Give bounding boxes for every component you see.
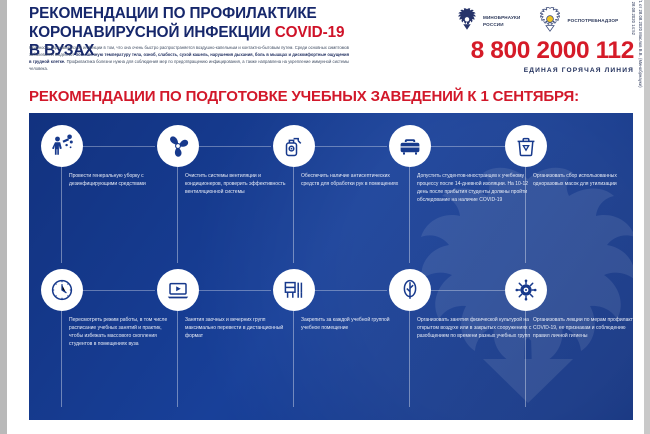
card-stem-9: [409, 311, 410, 407]
waste-bin-icon: [505, 125, 547, 167]
recommendation-text-1: Провести генеральную уборку с дезинфицир…: [69, 173, 146, 188]
disinfection-spray-icon: [41, 125, 83, 167]
card-stem-2: [177, 167, 178, 263]
recommendation-text-9: Организовать занятия физической культуро…: [417, 317, 532, 340]
classroom-desk-icon: [273, 269, 315, 311]
suitcase-icon: [389, 125, 431, 167]
connector-3-4: [309, 146, 387, 147]
recommendation-text-6: Пересмотреть режим работы, в том числе р…: [69, 317, 168, 348]
connector-6-7: [77, 290, 155, 291]
card-stem-6: [61, 311, 62, 407]
recommendation-text-7: Занятия заочных и вечерних групп максима…: [185, 317, 284, 340]
page-edge-right: [644, 0, 650, 434]
logo-minobrnauki-label: МИНОБРНАУКИ РОССИИ: [483, 14, 521, 27]
recommendation-text-4: Допустить студентов-иностранцев к учебно…: [417, 173, 529, 204]
cards-grid: Провести генеральную уборку с дезинфицир…: [29, 113, 633, 420]
recommendations-panel: Провести генеральную уборку с дезинфицир…: [29, 113, 633, 420]
antiseptic-bottle-icon: [273, 125, 315, 167]
hotline-phone-number: 8 800 2000 112: [470, 37, 635, 64]
tree-outdoor-icon: [389, 269, 431, 311]
recommendation-text-3: Обеспечить наличие антисептических средс…: [301, 173, 399, 188]
hotline-block: 8 800 2000 112 ЕДИНАЯ ГОРЯЧАЯ ЛИНИЯ: [470, 37, 635, 74]
registration-stamp-area: Документ зарегистрирован № МН-6/1 от 28.…: [630, 0, 650, 434]
eagle-watermark: [421, 167, 633, 403]
card-stem-7: [177, 311, 178, 407]
cards-row-1: Провести генеральную уборку с дезинфицир…: [29, 121, 633, 271]
connector-7-8: [193, 290, 271, 291]
recommendation-text-8: Закрепить за каждой учебной группой учеб…: [301, 317, 390, 332]
ministry-logos: МИНОБРНАУКИ РОССИИ РОСПОТРЕБНАДЗОР: [456, 6, 618, 37]
recommendation-text-2: Очистить системы вентиляции и кондиционе…: [185, 173, 286, 196]
rospotrebnadzor-emblem-icon: [538, 6, 562, 37]
title-line-1: РЕКОМЕНДАЦИИ ПО ПРОФИЛАКТИКЕ: [29, 5, 317, 22]
logo-rospotrebnadzor-label: РОСПОТРЕБНАДЗОР: [567, 18, 619, 24]
connector-8-9: [309, 290, 387, 291]
intro-text-part-2: Профилактика болезни нужна для соблюдени…: [29, 59, 349, 72]
clock-icon: [41, 269, 83, 311]
double-headed-eagle-icon: [456, 7, 478, 36]
connector-4-5: [425, 146, 505, 147]
virus-gear-icon: [505, 269, 547, 311]
card-stem-5: [525, 167, 526, 263]
page-edge-left: [0, 0, 7, 434]
logo-minobrnauki: МИНОБРНАУКИ РОССИИ: [456, 7, 520, 36]
laptop-video-icon: [157, 269, 199, 311]
title-covid-label: COVID-19: [274, 23, 345, 41]
logo-rospotrebnadzor: РОСПОТРЕБНАДЗОР: [538, 6, 618, 37]
section-headline: РЕКОМЕНДАЦИИ ПО ПОДГОТОВКЕ УЧЕБНЫХ ЗАВЕД…: [29, 88, 579, 105]
intro-symptoms-bold: повышенную температуру тела, озноб, слаб…: [29, 52, 349, 65]
intro-paragraph: Опасность коронавирусной инфекции в том,…: [29, 44, 349, 73]
page-title: РЕКОМЕНДАЦИИ ПО ПРОФИЛАКТИКЕ КОРОНАВИРУС…: [29, 5, 359, 61]
card-stem-8: [293, 311, 294, 407]
registration-stamp-text: Документ зарегистрирован № МН-6/1 от 28.…: [631, 0, 644, 88]
card-stem-4: [409, 167, 410, 263]
title-line-2-suffix: В ВУЗАХ: [29, 42, 95, 60]
intro-text-part-1: Опасность коронавирусной инфекции в том,…: [29, 45, 349, 58]
recommendation-text-5: Организовать сбор использованных однораз…: [533, 173, 617, 188]
hotline-caption: ЕДИНАЯ ГОРЯЧАЯ ЛИНИЯ: [523, 66, 634, 74]
recommendation-text-10: Организовать лекции по мерам профилактик…: [533, 317, 633, 340]
card-stem-1: [61, 167, 62, 263]
ventilation-fan-icon: [157, 125, 199, 167]
connector-1-2: [77, 146, 155, 147]
card-stem-3: [293, 167, 294, 263]
title-line-2-prefix: КОРОНАВИРУСНОЙ ИНФЕКЦИИ: [29, 23, 275, 41]
cards-row-2: Пересмотреть режим работы, в том числе р…: [29, 265, 633, 415]
connector-2-3: [193, 146, 271, 147]
poster-header: РЕКОМЕНДАЦИИ ПО ПРОФИЛАКТИКЕ КОРОНАВИРУС…: [8, 0, 644, 86]
connector-9-10: [425, 290, 505, 291]
card-stem-10: [525, 311, 526, 407]
